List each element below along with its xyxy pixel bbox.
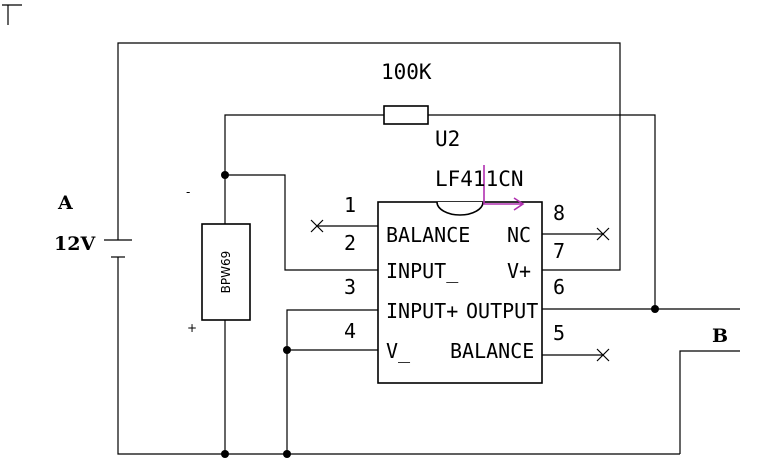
pin-number-6: 6 xyxy=(553,275,565,299)
junction-dot xyxy=(221,171,229,179)
photodiode-minus-label: - xyxy=(186,185,190,199)
junction-dot xyxy=(651,305,659,313)
pin-name-output: OUTPUT xyxy=(466,299,538,323)
pin-name-balance-left: BALANCE xyxy=(386,223,470,247)
junction-dot xyxy=(283,450,291,458)
resistor-value-label: 100K xyxy=(381,60,432,84)
feedback-resistor xyxy=(383,105,429,125)
input-minus-wire xyxy=(225,174,378,271)
supply-loop-wires xyxy=(117,42,680,455)
pin-number-7: 7 xyxy=(553,239,565,263)
junction-dot xyxy=(283,346,291,354)
origin-marker-icon xyxy=(483,165,525,211)
pin-number-3: 3 xyxy=(344,275,356,299)
photodiode-label: BPW69 xyxy=(219,251,233,294)
pin8-noconnect-mark xyxy=(596,227,610,241)
pin-number-5: 5 xyxy=(553,321,565,345)
pin-number-2: 2 xyxy=(344,231,356,255)
pin-name-v-plus: V+ xyxy=(507,259,531,283)
corner-mark xyxy=(2,4,22,25)
photodiode-body xyxy=(201,223,251,321)
output-return-wire xyxy=(679,350,740,454)
pin-name-input-minus: INPUT_ xyxy=(386,259,459,283)
node-b-label: B xyxy=(712,325,728,347)
pin-name-v-minus: V_ xyxy=(386,339,411,363)
pin-number-8: 8 xyxy=(553,201,565,225)
battery-voltage-label: 12V xyxy=(54,233,96,255)
pin5-noconnect-mark xyxy=(596,348,610,362)
photodiode-plus-label: + xyxy=(187,321,197,335)
node-a-label: A xyxy=(57,192,73,214)
input-plus-wire xyxy=(286,309,378,454)
pin-number-4: 4 xyxy=(344,319,356,343)
pin-name-balance-right: BALANCE xyxy=(450,339,534,363)
pin-number-1: 1 xyxy=(344,193,356,217)
battery-12v xyxy=(104,239,132,258)
opamp-part-label: LF411CN xyxy=(435,167,524,191)
feedback-wires xyxy=(224,114,656,309)
pin1-noconnect-mark xyxy=(310,219,324,233)
pin-name-input-plus: INPUT+ xyxy=(386,299,458,323)
junction-dot xyxy=(221,450,229,458)
opamp-ic xyxy=(377,201,543,384)
opamp-ref-label: U2 xyxy=(435,127,460,151)
pin-name-nc: NC xyxy=(507,223,531,247)
